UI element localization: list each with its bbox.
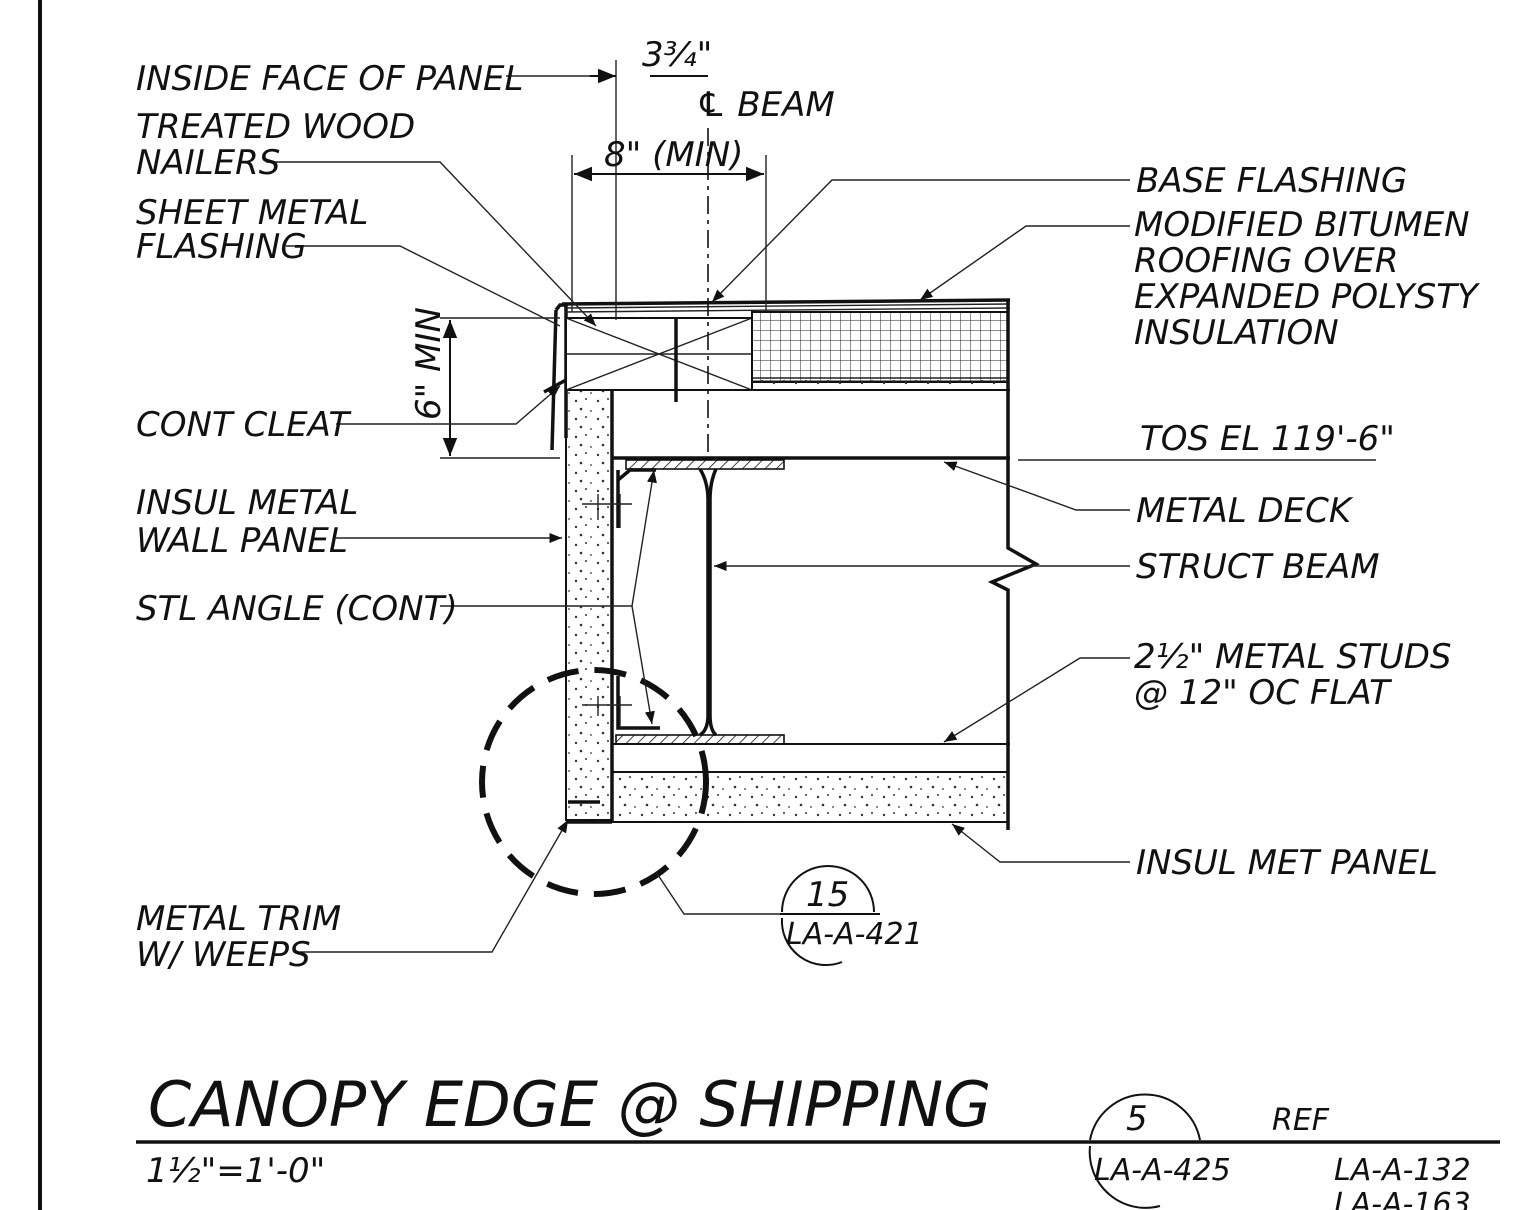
steel-angle-bottom	[616, 676, 660, 730]
label-sheet-metal: SHEET METAL	[136, 193, 368, 233]
leaders	[266, 75, 1376, 953]
right-labels: BASE FLASHING MODIFIED BITUMEN ROOFING O…	[1134, 161, 1480, 883]
label-base-flashing: BASE FLASHING	[1136, 161, 1407, 201]
roofing-membrane	[561, 298, 1011, 306]
callout-15-number: 15	[806, 875, 849, 915]
label-expanded-polysty: EXPANDED POLYSTY	[1134, 277, 1480, 317]
label-insul-met-panel: INSUL MET PANEL	[1136, 843, 1438, 883]
beam-bottom-flange	[615, 734, 785, 745]
label-wall-panel: WALL PANEL	[136, 521, 348, 561]
drawing-title: CANOPY EDGE @ SHIPPING	[148, 1068, 991, 1141]
title-block: CANOPY EDGE @ SHIPPING 1½"=1'-0" 5 LA-A-…	[136, 1068, 1500, 1210]
ref-sheet-1: LA-A-132	[1334, 1153, 1471, 1188]
label-treated-wood: TREATED WOOD	[136, 107, 415, 147]
label-metal-trim: METAL TRIM	[136, 899, 341, 939]
dimensions: 3¾" 8" (MIN) 6" MIN ℄ BEAM	[409, 35, 835, 459]
steel-angle-top	[616, 468, 656, 528]
label-roofing-over: ROOFING OVER	[1134, 241, 1398, 281]
label-flashing: FLASHING	[136, 227, 307, 267]
dim-panel-offset: 3¾"	[642, 35, 712, 75]
callout-5-number: 5	[1126, 1099, 1148, 1139]
dim-nailer-width: 8" (MIN)	[604, 135, 743, 175]
cl-beam-label: ℄ BEAM	[696, 85, 835, 125]
detail-callout-15: 15 LA-A-421	[780, 865, 923, 967]
beam-top-flange	[625, 459, 785, 470]
section-geometry	[479, 128, 1040, 897]
callout-15-sheet: LA-A-421	[786, 917, 923, 952]
label-metal-deck: METAL DECK	[1136, 491, 1354, 531]
label-weeps: W/ WEEPS	[136, 935, 311, 975]
ref-label: REF	[1272, 1103, 1330, 1138]
drawing-scale: 1½"=1'-0"	[146, 1151, 325, 1191]
label-struct-beam: STRUCT BEAM	[1136, 547, 1380, 587]
rigid-insulation	[751, 311, 1009, 383]
label-stl-angle: STL ANGLE (CONT)	[136, 589, 458, 629]
label-nailers: NAILERS	[136, 143, 280, 183]
ref-sheet-2: LA-A-163	[1334, 1187, 1471, 1210]
label-metal-studs: 2½" METAL STUDS	[1134, 637, 1452, 677]
callout-5-sheet: LA-A-425	[1094, 1153, 1231, 1188]
label-stud-spacing: @ 12" OC FLAT	[1134, 673, 1392, 713]
label-insulation: INSULATION	[1134, 313, 1339, 353]
lower-insul-panel	[611, 771, 1009, 823]
label-mod-bitumen: MODIFIED BITUMEN	[1134, 205, 1470, 245]
wall-panel	[565, 389, 613, 821]
left-labels: INSIDE FACE OF PANEL TREATED WOOD NAILER…	[136, 59, 523, 975]
label-inside-face: INSIDE FACE OF PANEL	[136, 59, 523, 99]
beam-web	[698, 468, 710, 737]
detail-circle	[479, 667, 709, 897]
label-cont-cleat: CONT CLEAT	[136, 405, 351, 445]
label-tos-elevation: TOS EL 119'-6"	[1140, 419, 1395, 459]
label-insul-metal: INSUL METAL	[136, 483, 358, 523]
break-line	[987, 300, 1040, 830]
dim-nailer-height: 6" MIN	[409, 307, 449, 420]
